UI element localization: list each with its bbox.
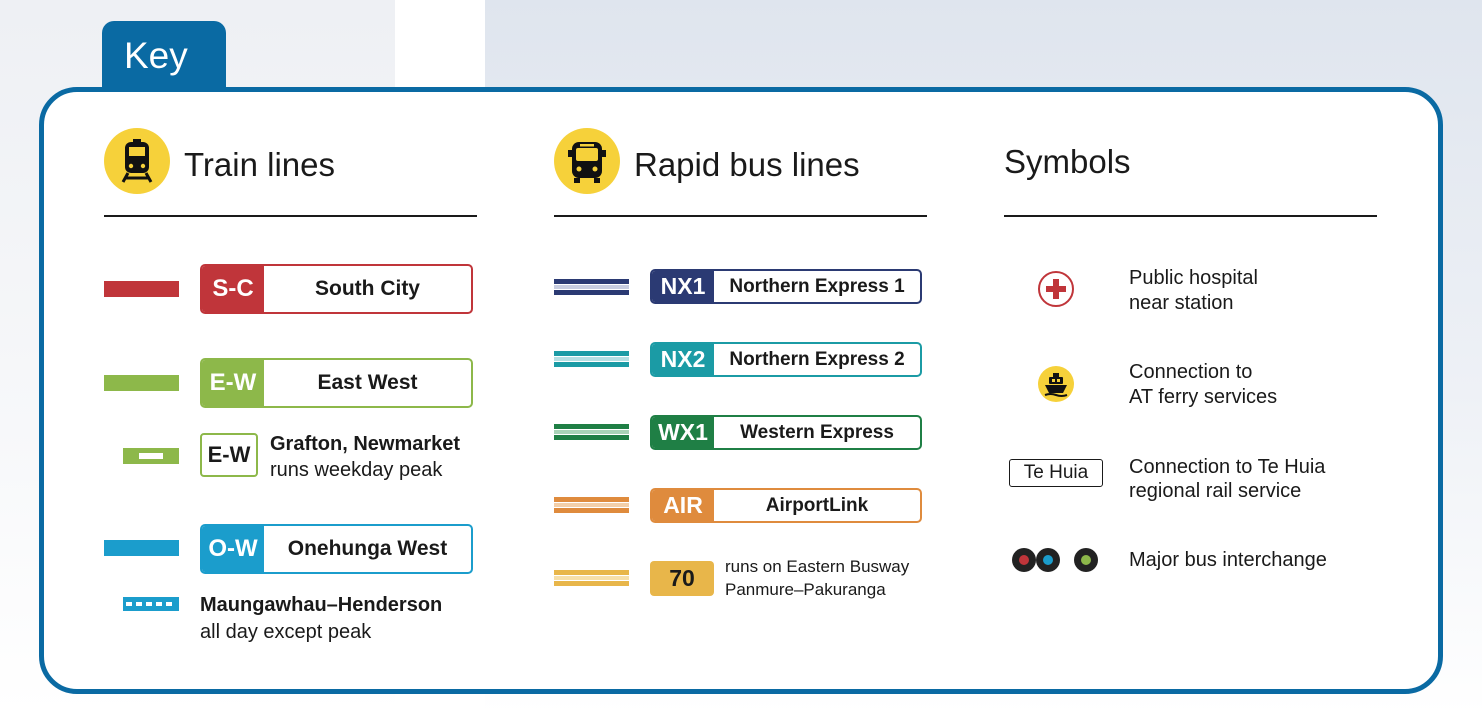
- line-name: AirportLink: [765, 494, 869, 516]
- east-west-peak-line1: Grafton, Newmarket: [270, 433, 461, 455]
- line-name: Western Express: [740, 421, 894, 443]
- rapid-bus-heading: Rapid bus lines: [634, 146, 860, 183]
- maungawhau-henderson-line1: Maungawhau–Henderson: [200, 594, 443, 616]
- key-tab: Key: [102, 21, 226, 93]
- east-west-peak-badge: E-W: [200, 433, 258, 477]
- symbols-heading-rule: [1004, 215, 1377, 217]
- maungawhau-henderson-swatch: [123, 597, 179, 611]
- hospital-line2: near station: [1129, 292, 1234, 314]
- symbols-heading: Symbols: [1004, 143, 1131, 180]
- bus-heading-rule: [554, 215, 927, 217]
- wx1-line-swatch: [554, 424, 629, 440]
- line-name: Northern Express 2: [729, 348, 905, 370]
- east-west-line-swatch: [104, 375, 179, 391]
- line-code: O-W: [202, 526, 264, 572]
- train-heading-rule: [104, 215, 477, 217]
- east-west-badge: E-W East West: [200, 358, 473, 408]
- line-code: WX1: [652, 417, 714, 448]
- south-city-badge: S-C South City: [200, 264, 473, 314]
- hospital-line1: Public hospital: [1129, 267, 1258, 289]
- te-huia-badge: Te Huia: [1009, 459, 1103, 487]
- line-name: South City: [315, 277, 420, 300]
- bus-icon: [554, 128, 620, 194]
- nx2-badge: NX2 Northern Express 2: [650, 342, 922, 377]
- line-code: S-C: [202, 266, 264, 312]
- air-line-swatch: [554, 497, 629, 513]
- onehunga-west-line-swatch: [104, 540, 179, 556]
- line-code: NX1: [652, 271, 714, 302]
- route-70-line-swatch: [554, 570, 629, 586]
- line-code: NX2: [652, 344, 714, 375]
- east-west-peak-swatch: [123, 448, 179, 464]
- south-city-line-swatch: [104, 281, 179, 297]
- te-huia-line2: regional rail service: [1129, 480, 1302, 502]
- nx1-line-swatch: [554, 279, 629, 295]
- ferry-line1: Connection to: [1129, 361, 1253, 383]
- route-70-badge: 70: [650, 561, 714, 596]
- maungawhau-henderson-line2: all day except peak: [200, 621, 372, 643]
- ferry-line2: AT ferry services: [1129, 386, 1278, 408]
- ferry-icon: [1036, 364, 1076, 404]
- line-name: Northern Express 1: [729, 275, 905, 297]
- nx1-badge: NX1 Northern Express 1: [650, 269, 922, 304]
- route-70-line2: Panmure–Pakuranga: [725, 580, 886, 599]
- train-icon: [104, 128, 170, 194]
- line-code: AIR: [652, 490, 714, 521]
- line-code: E-W: [202, 360, 264, 406]
- east-west-peak-line2: runs weekday peak: [270, 459, 443, 481]
- hospital-cross-icon: [1037, 270, 1075, 308]
- onehunga-west-badge: O-W Onehunga West: [200, 524, 473, 574]
- bus-interchange-label: Major bus interchange: [1129, 549, 1327, 571]
- bus-interchange-icon: [1011, 545, 1103, 575]
- train-lines-heading: Train lines: [184, 146, 335, 183]
- route-70-line1: runs on Eastern Busway: [725, 557, 910, 576]
- wx1-badge: WX1 Western Express: [650, 415, 922, 450]
- line-name: Onehunga West: [287, 537, 448, 560]
- nx2-line-swatch: [554, 351, 629, 367]
- air-badge: AIR AirportLink: [650, 488, 922, 523]
- te-huia-line1: Connection to Te Huia: [1129, 456, 1326, 478]
- line-name: East West: [317, 371, 418, 394]
